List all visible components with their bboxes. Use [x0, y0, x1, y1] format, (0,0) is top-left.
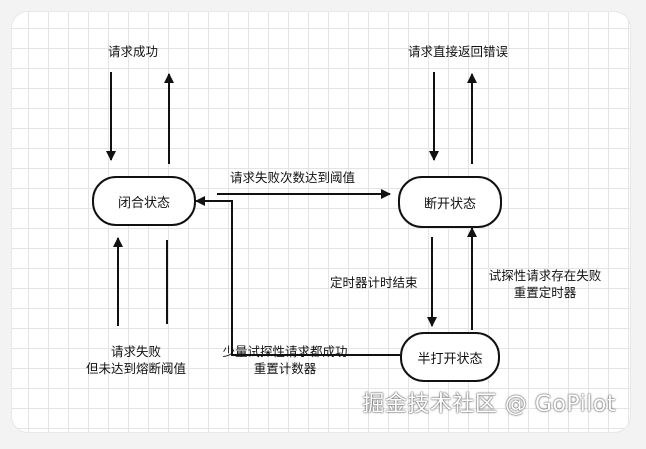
label-fail-below-threshold: 请求失败 但未达到熔断阈值: [74, 343, 198, 377]
state-half-open: 半打开状态: [400, 332, 500, 382]
label-probe-fail: 试探性请求存在失败 重置定时器: [482, 267, 608, 301]
label-probe-fail-line2: 重置定时器: [513, 285, 577, 300]
label-fail-below-line1: 请求失败: [110, 344, 161, 359]
label-probe-fail-line1: 试探性请求存在失败: [488, 268, 602, 283]
label-fail-threshold: 请求失败次数达到阈值: [230, 170, 356, 185]
label-timer-end: 定时器计时结束: [330, 275, 418, 290]
label-request-success: 请求成功: [108, 44, 159, 59]
label-probe-success-line2: 重置计数器: [253, 361, 317, 376]
diagram-canvas: 闭合状态 断开状态 半打开状态 请求成功 请求直接返回错误 请求失败次数达到阈值…: [12, 12, 630, 432]
label-probe-success-line1: 少量试探性请求都成功: [222, 344, 348, 359]
watermark: 掘金技术社区 @ GoPilot: [362, 392, 616, 417]
arrows-layer: [106, 72, 477, 356]
state-open: 断开状态: [398, 176, 502, 228]
label-request-direct-error: 请求直接返回错误: [408, 44, 509, 59]
label-probe-success: 少量试探性请求都成功 重置计数器: [210, 343, 360, 377]
arrow-half-open-to-closed: [195, 196, 400, 356]
state-closed: 闭合状态: [92, 176, 196, 226]
label-fail-below-line2: 但未达到熔断阈值: [85, 361, 186, 376]
